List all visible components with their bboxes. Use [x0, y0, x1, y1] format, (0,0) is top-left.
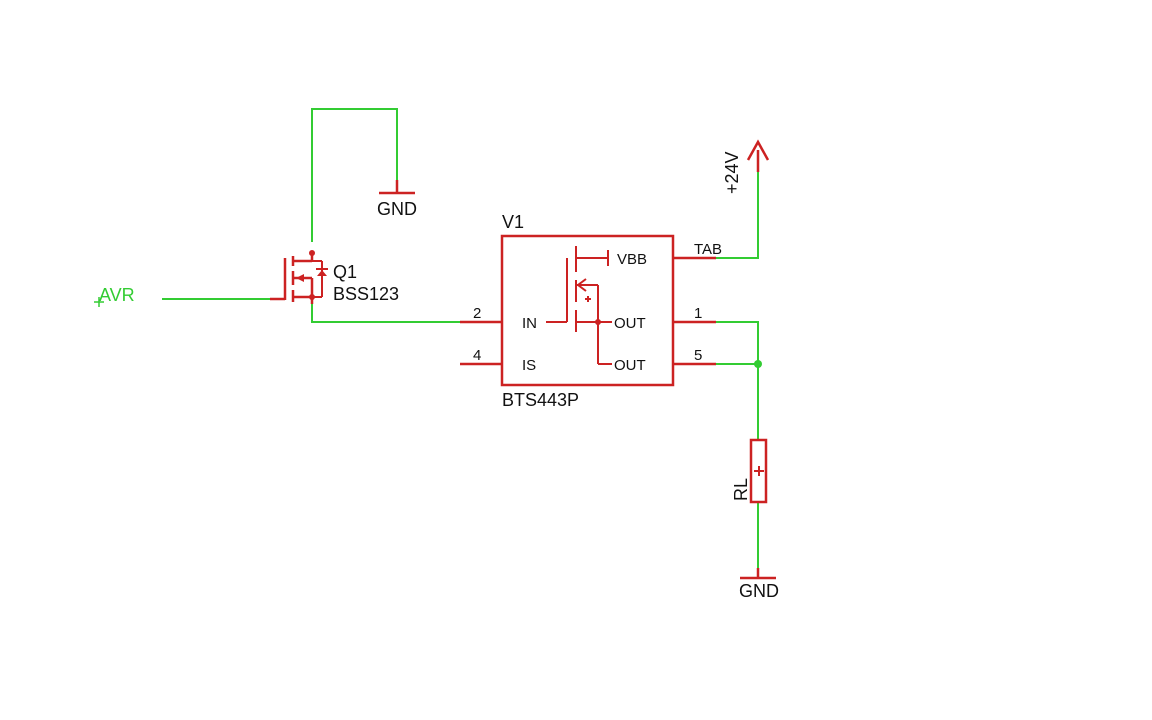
- avr-net-text: AVR: [99, 285, 135, 305]
- q1-value: BSS123: [333, 284, 399, 304]
- wire-q1-source-to-in[interactable]: [311, 303, 460, 323]
- ground-symbol-top[interactable]: GND: [377, 180, 417, 219]
- wire-junction-dot: [754, 360, 762, 368]
- wire-tab-to-24v[interactable]: [716, 172, 759, 259]
- pin-is-number: 4: [473, 347, 481, 364]
- supply-24v-symbol[interactable]: +24V: [722, 139, 770, 194]
- load-rl-label: RL: [731, 478, 751, 501]
- supply-24v-label: +24V: [722, 151, 742, 194]
- wires: [162, 108, 762, 578]
- gnd-top-label: GND: [377, 199, 417, 219]
- net-label-avr[interactable]: AVR: [94, 285, 135, 307]
- pin-out5-name: OUT: [614, 357, 646, 374]
- pin-out1-number: 1: [694, 305, 702, 322]
- pin-is-name: IS: [522, 357, 536, 374]
- transistor-q1[interactable]: Q1 BSS123: [270, 250, 399, 304]
- ic-v1-name: V1: [502, 212, 524, 232]
- ic-internal-mosfet: [546, 246, 612, 365]
- pin-tab-name: TAB: [694, 241, 722, 258]
- q1-name: Q1: [333, 262, 357, 282]
- ic-v1-body: [500, 234, 675, 387]
- pin-vbb-name: VBB: [617, 251, 647, 268]
- wire-q1-drain-to-gnd[interactable]: [311, 108, 398, 242]
- gnd-bottom-label: GND: [739, 581, 779, 601]
- wire-out1-to-junction[interactable]: [716, 321, 759, 364]
- pin-in-name: IN: [522, 315, 537, 332]
- ic-v1-value: BTS443P: [502, 390, 579, 410]
- load-rl[interactable]: RL: [731, 438, 768, 504]
- ground-symbol-bottom[interactable]: GND: [739, 568, 779, 601]
- ic-v1-bts443p[interactable]: V1 BTS443P 2 4 TAB 1 5 IN IS VBB OUT OUT: [460, 212, 722, 410]
- pin-out1-name: OUT: [614, 315, 646, 332]
- pin-in-number: 2: [473, 305, 481, 322]
- pin-out5-number: 5: [694, 347, 702, 364]
